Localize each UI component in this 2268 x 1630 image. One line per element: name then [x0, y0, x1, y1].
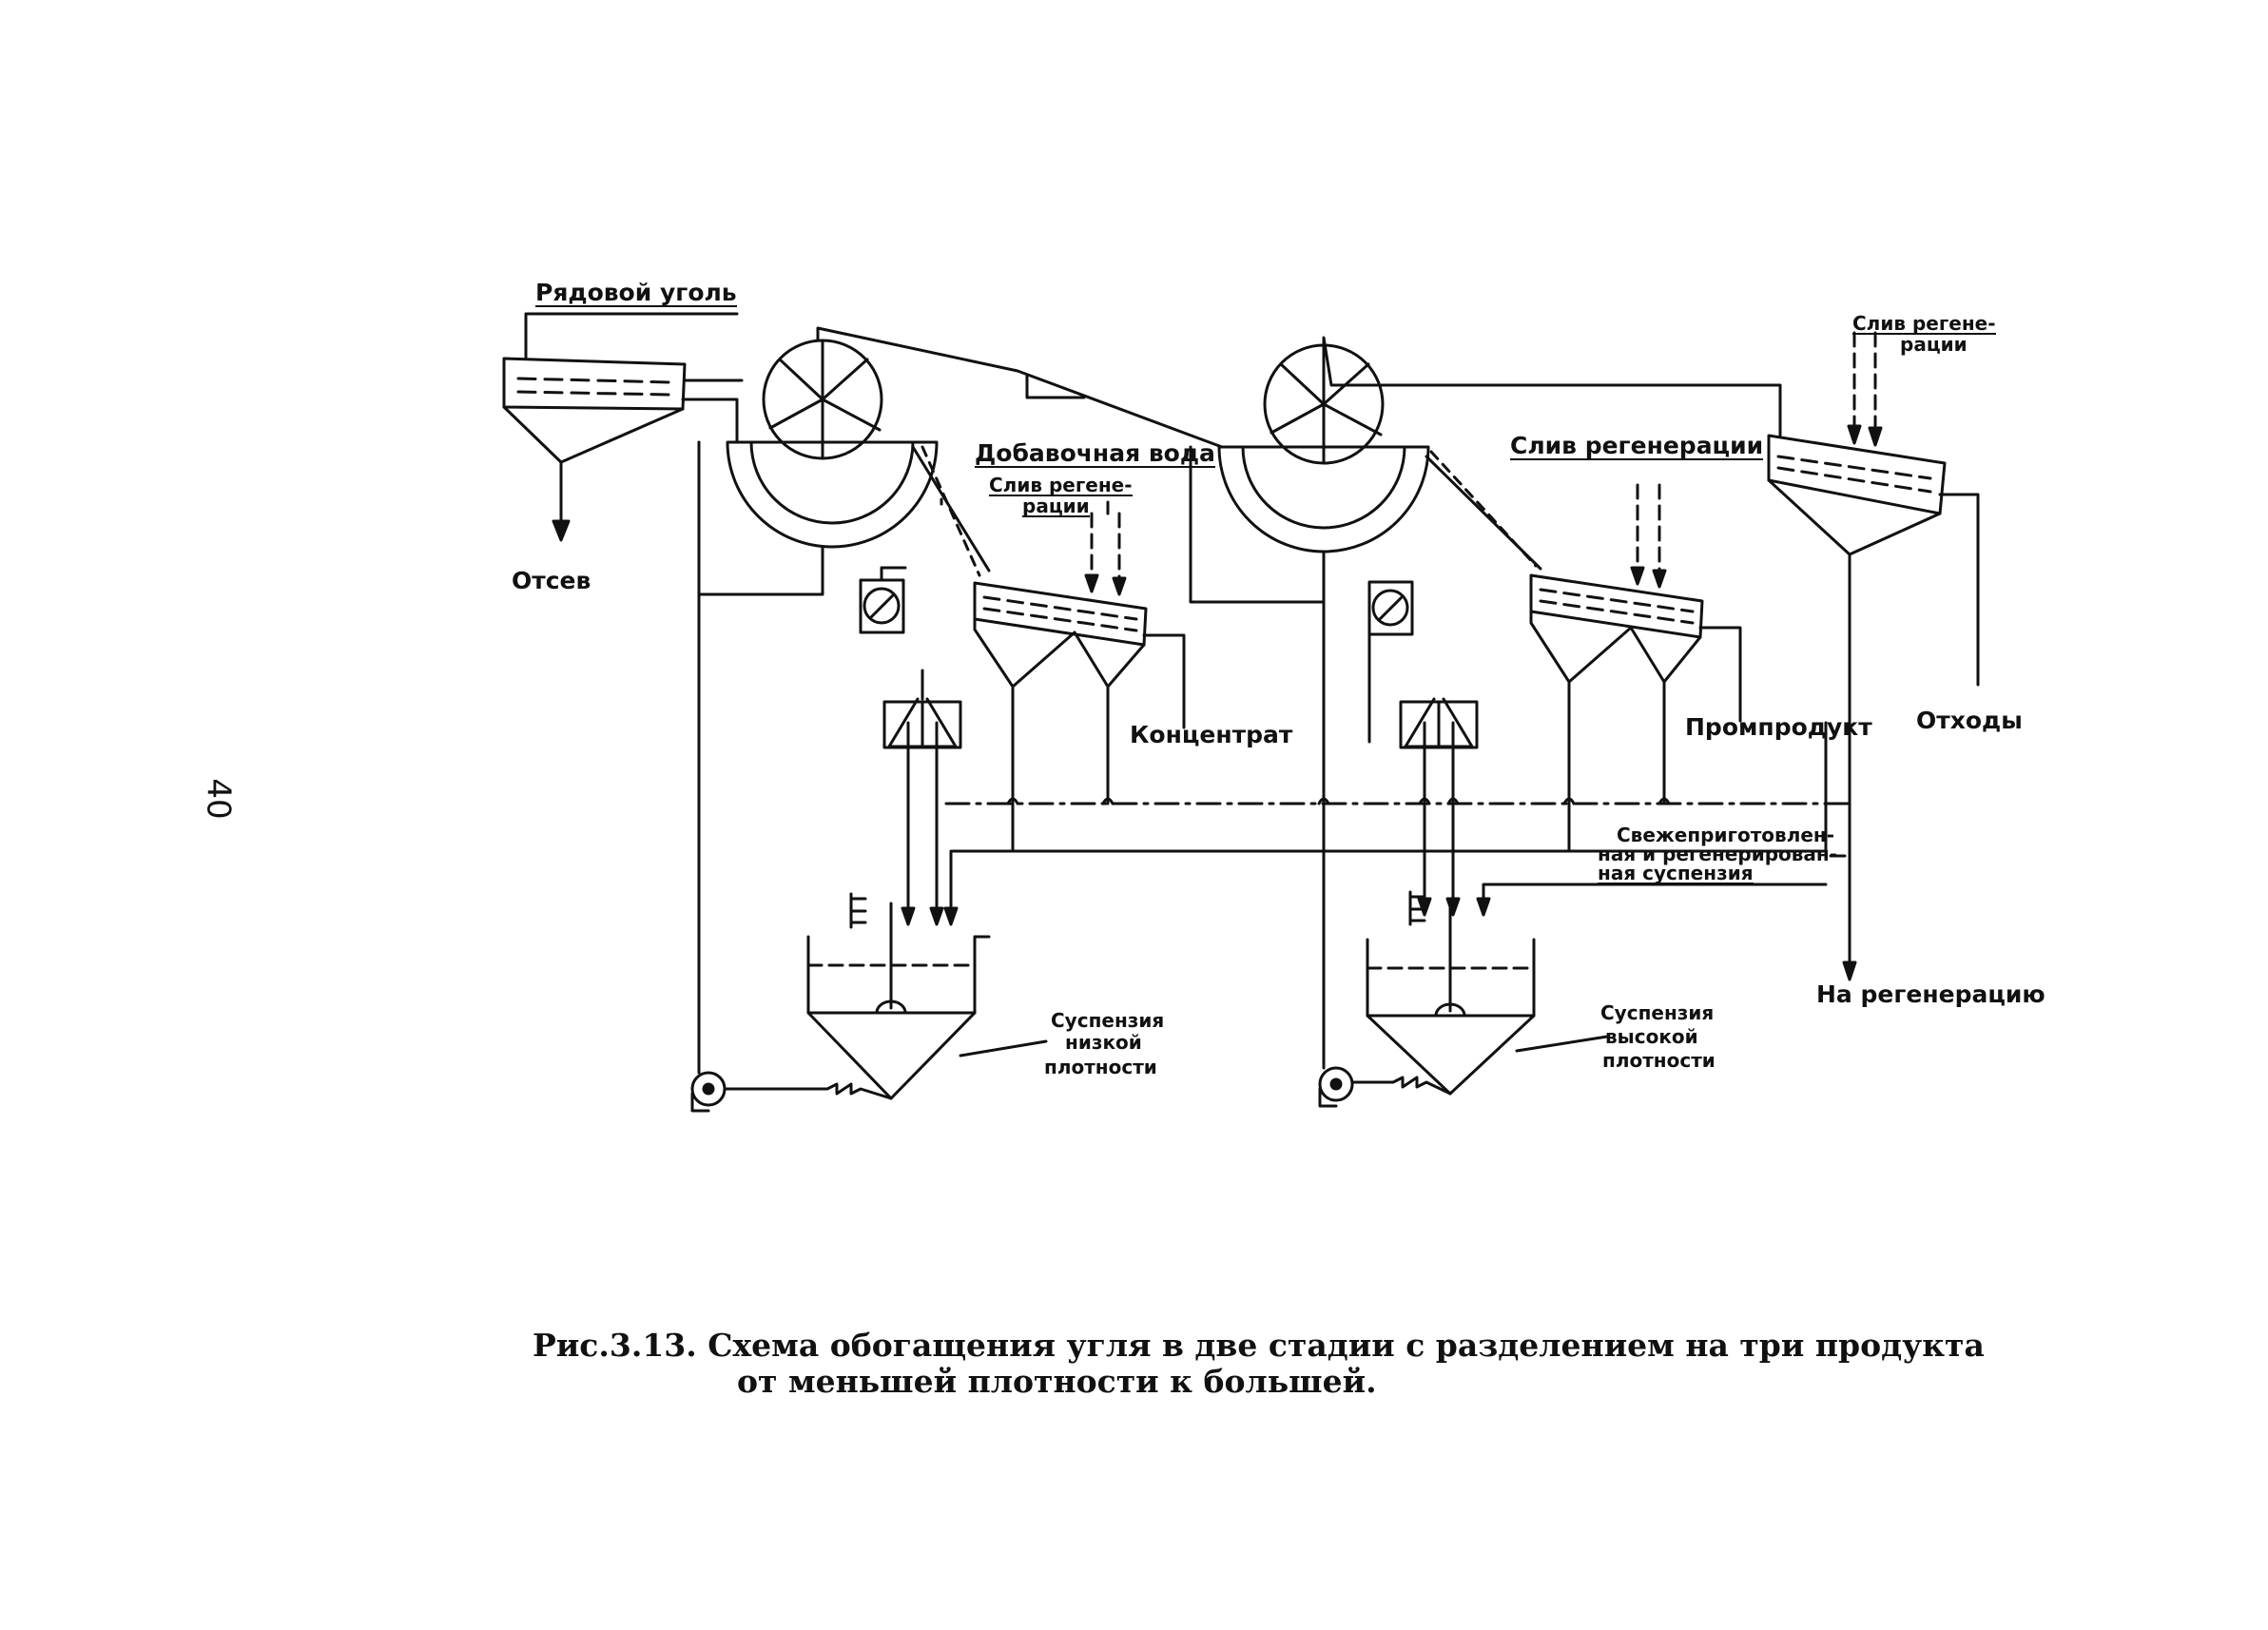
pump-2 — [1318, 550, 1452, 1108]
magnetic-separator-2 — [1367, 580, 1414, 636]
label-regen-overflow-3b: рации — [1900, 333, 1968, 356]
drain-screen-1 — [911, 445, 1186, 853]
caption-line-2: от меньшей плотности к большей. — [737, 1363, 1377, 1400]
caption-line-1: Рис.3.13. Схема обогащения угля в две ст… — [533, 1327, 1985, 1364]
figure-caption: Рис.3.13. Схема обогащения угля в две ст… — [533, 1328, 1985, 1400]
label-fresh-suspension-2: ная и регенерирован- — [1598, 843, 1838, 865]
magnetic-separator-1 — [859, 566, 907, 634]
label-low-density-3: плотности — [1044, 1056, 1157, 1078]
label-to-regeneration: На регенерацию — [1816, 980, 2045, 1008]
page-number: 40 — [199, 778, 238, 820]
pump-1 — [690, 440, 893, 1113]
separator-wheel-2 — [1217, 343, 1430, 553]
label-regen-overflow-2: Слив регенерации — [1510, 432, 1764, 460]
high-density-tank — [1366, 890, 1536, 1096]
label-low-density-1: Суспензия — [1051, 1009, 1165, 1032]
label-make-up-water: Добавочная вода — [975, 439, 1215, 468]
label-low-density-2: низкой — [1065, 1031, 1142, 1054]
label-high-density-3: плотности — [1602, 1049, 1716, 1072]
label-tailings: Отходы — [1916, 707, 2023, 734]
label-regen-overflow-1a: Слив регене- — [989, 474, 1133, 496]
label-screenings: Отсев — [512, 567, 591, 594]
label-fresh-suspension-3: ная суспензия — [1598, 862, 1754, 884]
label-regen-overflow-3a: Слив регене- — [1852, 312, 1996, 335]
distributor-1 — [882, 669, 962, 920]
final-screen — [1767, 434, 1980, 981]
label-high-density-1: Суспензия — [1600, 1001, 1715, 1024]
label-concentrate: Концентрат — [1130, 721, 1293, 748]
label-high-density-2: высокой — [1605, 1025, 1698, 1048]
separator-wheel-1 — [726, 339, 939, 549]
label-middlings: Промпродукт — [1685, 713, 1872, 741]
distributor-2 — [1399, 697, 1479, 910]
preliminary-screen — [502, 312, 739, 542]
low-density-tank — [806, 892, 991, 1100]
label-fresh-suspension-1: Свежеприготовлен- — [1617, 824, 1835, 846]
drain-screen-2 — [1425, 450, 1742, 853]
label-run-of-mine-coal: Рядовой уголь — [535, 279, 737, 307]
label-regen-overflow-1b: рации — [1022, 495, 1090, 517]
